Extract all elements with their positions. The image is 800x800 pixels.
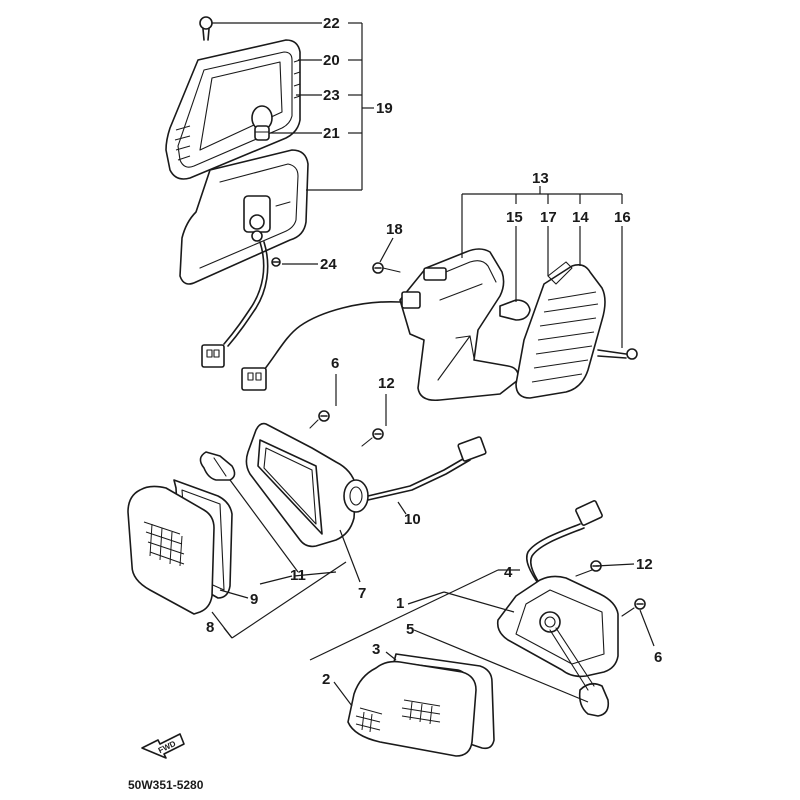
bulb-15-part — [499, 299, 531, 321]
front-flasher-right-assembly — [347, 500, 646, 757]
bulb-21-part — [251, 105, 273, 141]
screw-22-part — [199, 16, 213, 41]
callout-15: 15 — [506, 209, 523, 226]
callout-23: 23 — [323, 87, 340, 104]
screw-12-left-part — [361, 428, 384, 447]
flasher-housing-7-part — [245, 422, 369, 548]
callout-24: 24 — [320, 256, 337, 273]
gasket-17-part — [547, 261, 573, 285]
screw-18-part — [372, 262, 401, 274]
callout-12-lower: 12 — [636, 556, 653, 573]
callout-9: 9 — [250, 591, 258, 608]
bulb-5-part — [549, 627, 610, 717]
callout-22: 22 — [323, 15, 340, 32]
reflector-housing-13-part — [399, 248, 520, 402]
drawing-code: 50W351-5280 — [128, 778, 204, 792]
lamp-housing-19-part — [179, 149, 309, 285]
front-flasher-left-assembly — [127, 410, 487, 615]
callout-16: 16 — [614, 209, 631, 226]
callout-20: 20 — [323, 52, 340, 69]
reflector-lens-14-part — [515, 264, 606, 399]
callout-12-upper: 12 — [378, 375, 395, 392]
callout-1: 1 — [396, 595, 404, 612]
screw-24-part — [271, 257, 281, 267]
callout-3: 3 — [372, 641, 380, 658]
rear-reflector-assembly — [372, 248, 638, 402]
callout-7: 7 — [358, 585, 366, 602]
screw-6-left-part — [309, 410, 330, 429]
callout-21: 21 — [323, 125, 340, 142]
flasher-lens-8-part — [127, 485, 215, 615]
callout-6-upper: 6 — [331, 355, 339, 372]
callout-19: 19 — [376, 100, 393, 117]
callout-17: 17 — [540, 209, 557, 226]
connector-upper-right-part — [241, 367, 267, 391]
forward-arrow-icon: FWD — [141, 733, 185, 759]
callout-5: 5 — [406, 621, 414, 638]
callout-2: 2 — [322, 671, 330, 688]
screw-6-right-part — [621, 598, 646, 617]
bulb-11-part — [199, 451, 236, 481]
leaders-lower-right — [309, 563, 655, 707]
flasher-lens-2-part — [347, 660, 477, 757]
callout-11: 11 — [290, 567, 306, 584]
connector-lower-right-part — [575, 500, 603, 526]
upper-lamp-assembly — [165, 16, 401, 391]
lens-cover-20-part — [165, 39, 301, 180]
screw-16-part — [597, 348, 638, 360]
flasher-housing-1-part — [496, 575, 619, 678]
connector-upper-left-part — [201, 344, 225, 368]
connector-10-part — [457, 436, 487, 462]
callout-6-lower: 6 — [654, 649, 662, 666]
callout-4: 4 — [504, 564, 513, 581]
screw-12-right-part — [575, 560, 602, 577]
callout-10: 10 — [404, 511, 421, 528]
leaders-middle-left — [211, 374, 407, 639]
callout-18: 18 — [386, 221, 403, 238]
callout-13: 13 — [532, 170, 549, 187]
callout-8: 8 — [206, 619, 214, 636]
leaders-upper — [212, 22, 374, 265]
leaders-right — [379, 186, 623, 348]
callout-14: 14 — [572, 209, 589, 226]
callout-labels: 22 20 23 19 21 24 13 15 17 14 16 18 6 12… — [206, 15, 662, 688]
